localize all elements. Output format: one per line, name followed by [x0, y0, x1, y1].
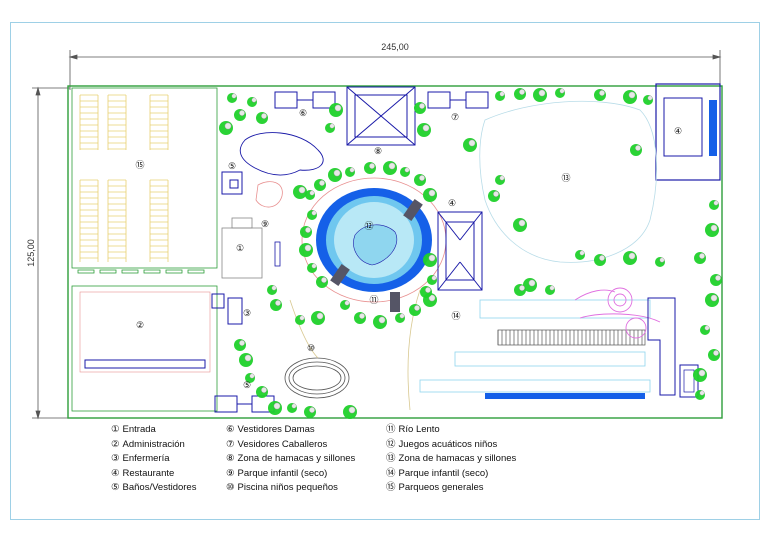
walking-paths [289, 289, 421, 411]
banos-left-building [221, 171, 243, 195]
stairs-block [497, 329, 646, 346]
map-label-administracion: ② [136, 320, 144, 330]
dimension-top [68, 50, 722, 90]
parking-zone [71, 87, 218, 274]
banos-bottom-building [214, 395, 275, 413]
kids-pool [284, 357, 350, 399]
map-label-restaurante-top: ④ [674, 126, 682, 136]
entrance-building [221, 217, 281, 279]
vestidores-caballeros [427, 91, 489, 109]
map-label-rio-lento: ⑪ [369, 295, 378, 305]
map-label-enfermeria: ③ [243, 308, 251, 318]
slide-channel [485, 393, 645, 399]
dimension-height-label: 125,00 [26, 239, 36, 267]
rio-lento-area [419, 299, 651, 393]
site-boundary [67, 85, 723, 419]
map-label-entrada: ① [236, 243, 244, 253]
dimension-left [32, 86, 70, 420]
vestidores-damas [274, 91, 336, 109]
hamacas-zone-right [479, 100, 657, 263]
tree-clusters [219, 88, 722, 419]
map-label-restaurante-mid: ④ [448, 198, 456, 208]
pond-top-left [239, 132, 324, 176]
map-label-vestidores-caballeros: ⑦ [451, 112, 459, 122]
administration-building [71, 285, 218, 412]
map-label-juegos-acuaticos: ⑫ [364, 221, 373, 231]
map-label-banos-left: ⑤ [228, 161, 236, 171]
restaurante-mid [437, 211, 483, 291]
map-label-hamacas-top: ⑧ [374, 146, 382, 156]
map-label-parque-seco-large: ⑭ [451, 311, 460, 321]
restaurant-bottom-right [647, 297, 699, 398]
drawing-frame [10, 22, 760, 520]
map-labels: ① ② ③ ④ ④ ⑤ ⑤ ⑥ ⑦ ⑧ ⑨ ⑩ ⑪ ⑫ ⑬ ⑭ ⑮ [135, 108, 682, 390]
map-label-parqueos: ⑮ [135, 160, 144, 170]
map-label-parque-seco-small: ⑨ [261, 219, 269, 229]
map-label-banos-bottom: ⑤ [243, 380, 251, 390]
enfermeria-building [211, 293, 243, 325]
map-label-vestidores-damas: ⑥ [299, 108, 307, 118]
map-label-hamacas-right: ⑬ [561, 173, 570, 183]
hamacas-pavilion-top [346, 86, 416, 146]
water-play-structure [574, 287, 661, 339]
restaurante-top-right [655, 83, 721, 181]
map-label-piscina-ninos: ⑩ [307, 343, 315, 353]
playground-small [255, 181, 283, 208]
dimension-width-label: 245,00 [381, 42, 409, 52]
central-pool [301, 177, 447, 312]
